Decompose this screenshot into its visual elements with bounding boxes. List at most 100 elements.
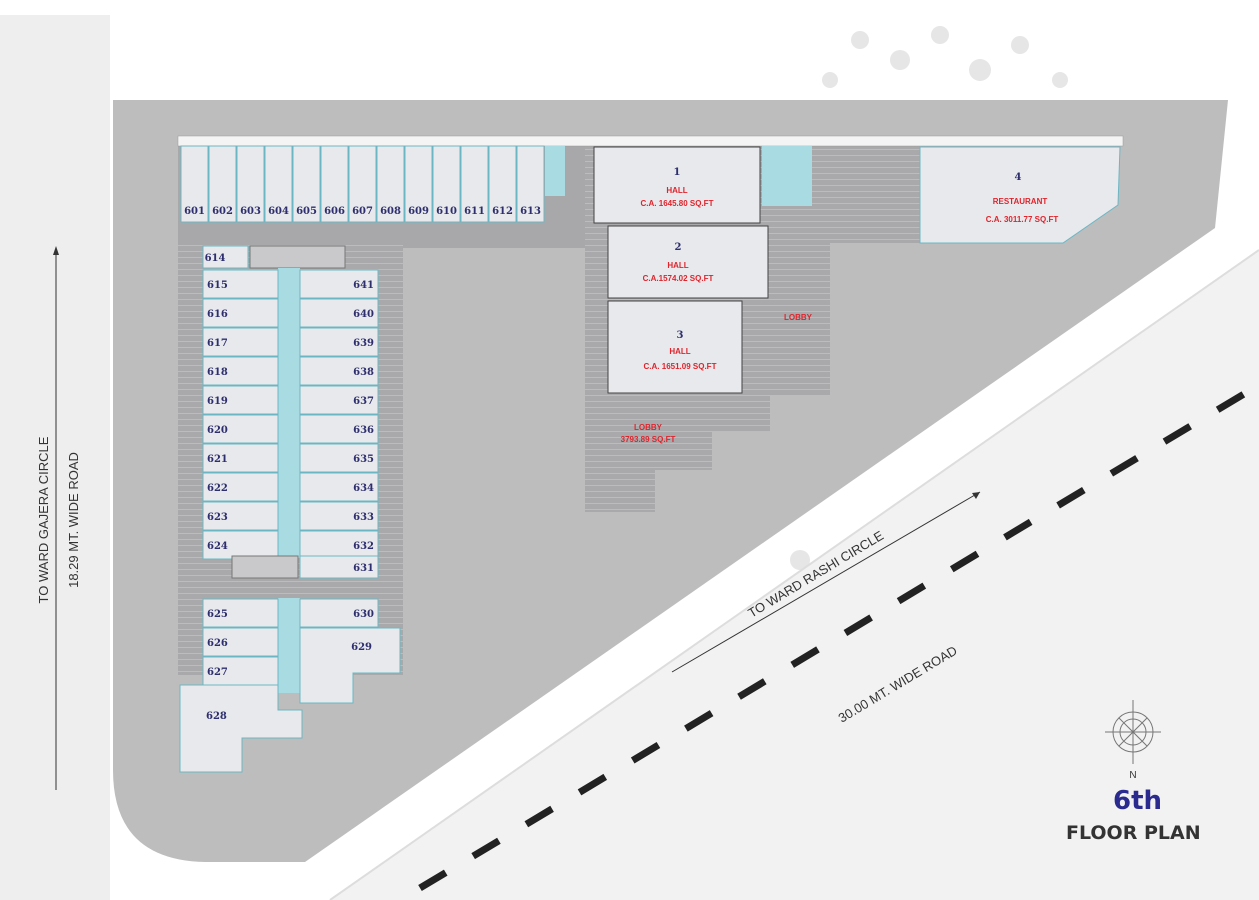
unit[interactable]: 612 [488, 145, 517, 223]
left-road [0, 15, 110, 900]
unit[interactable]: 607 [348, 145, 377, 223]
unit-number: 619 [207, 396, 228, 407]
restaurant-area: C.A. 3011.77 SQ.FT [986, 215, 1059, 224]
unit[interactable]: 624 [202, 530, 279, 560]
unit[interactable]: 611 [460, 145, 489, 223]
unit[interactable]: 618 [202, 356, 279, 386]
unit[interactable]: 639 [299, 327, 379, 357]
unit-number: 631 [353, 563, 374, 574]
unit-number: 630 [353, 609, 374, 620]
compass-icon [1105, 700, 1161, 764]
hall-name: HALL [666, 186, 687, 195]
unit[interactable]: 640 [299, 298, 379, 328]
unit[interactable]: 625 [202, 598, 279, 628]
stair-core [762, 146, 812, 206]
unit[interactable]: 637 [299, 385, 379, 415]
unit[interactable]: 604 [264, 145, 293, 223]
compass-north-label: N [1129, 770, 1136, 781]
unit-number: 601 [184, 206, 205, 217]
unit[interactable]: 629 [299, 627, 401, 704]
unit[interactable]: 620 [202, 414, 279, 444]
unit[interactable]: 627 [202, 656, 279, 686]
unit-number: 637 [353, 396, 374, 407]
hall-2[interactable]: 2 HALL C.A.1574.02 SQ.FT [607, 225, 769, 299]
unit-number: 602 [212, 206, 233, 217]
unit[interactable]: 628 [179, 684, 303, 773]
unit-number: 628 [206, 711, 227, 722]
hall-name: HALL [669, 347, 690, 356]
hall-number: 2 [675, 242, 682, 253]
unit[interactable]: 631 [299, 555, 379, 579]
unit-number: 629 [351, 642, 372, 653]
hall-3[interactable]: 3 HALL C.A. 1651.09 SQ.FT [607, 300, 743, 394]
restaurant[interactable]: 4 RESTAURANT C.A. 3011.77 SQ.FT [919, 146, 1121, 244]
lobby-label: LOBBY [634, 423, 663, 432]
unit-number: 616 [207, 309, 228, 320]
unit[interactable]: 610 [432, 145, 461, 223]
unit[interactable]: 635 [299, 443, 379, 473]
unit[interactable]: 603 [236, 145, 265, 223]
unit-number: 620 [207, 425, 228, 436]
lobby-area-label: 3793.89 SQ.FT [621, 435, 676, 444]
left-road-width: 18.29 MT. WIDE ROAD [66, 452, 81, 588]
unit-number: 604 [268, 206, 289, 217]
unit[interactable]: 636 [299, 414, 379, 444]
lift-core [278, 268, 300, 558]
unit-number: 638 [353, 367, 374, 378]
road-centerline [418, 381, 1259, 892]
unit-number: 622 [207, 483, 228, 494]
unit-number: 605 [296, 206, 317, 217]
hall-name: HALL [667, 261, 688, 270]
restaurant-name: RESTAURANT [993, 197, 1048, 206]
unit-number: 623 [207, 512, 228, 523]
left-road-direction: TO WARD GAJERA CIRCLE [36, 436, 51, 603]
unit[interactable]: 622 [202, 472, 279, 502]
unit-number: 611 [464, 206, 485, 217]
lobby-label: LOBBY [784, 313, 813, 322]
unit[interactable]: 623 [202, 501, 279, 531]
unit[interactable]: 605 [292, 145, 321, 223]
unit[interactable]: 632 [299, 530, 379, 560]
unit-number: 608 [380, 206, 401, 217]
unit[interactable]: 626 [202, 627, 279, 657]
unit[interactable]: 621 [202, 443, 279, 473]
unit[interactable]: 616 [202, 298, 279, 328]
unit-number: 621 [207, 454, 228, 465]
unit-number: 627 [207, 667, 228, 678]
unit[interactable]: 614 [202, 245, 249, 269]
unit-number: 640 [353, 309, 374, 320]
unit[interactable]: 619 [202, 385, 279, 415]
unit[interactable]: 617 [202, 327, 279, 357]
floor-number: 6th [1113, 786, 1163, 816]
unit[interactable]: 601 [180, 145, 209, 223]
unit-number: 624 [207, 541, 228, 552]
unit[interactable]: 638 [299, 356, 379, 386]
unit-number: 603 [240, 206, 261, 217]
unit-number: 612 [492, 206, 513, 217]
unit-number: 632 [353, 541, 374, 552]
unit-number: 606 [324, 206, 345, 217]
unit-number: 641 [353, 280, 374, 291]
unit-number: 614 [205, 253, 226, 264]
unit-number: 613 [520, 206, 541, 217]
unit[interactable]: 633 [299, 501, 379, 531]
direction-arrow [671, 491, 981, 673]
unit[interactable]: 613 [516, 145, 545, 223]
unit-number: 636 [353, 425, 374, 436]
unit[interactable]: 602 [208, 145, 237, 223]
unit[interactable]: 608 [376, 145, 405, 223]
unit-number: 615 [207, 280, 228, 291]
unit-number: 634 [353, 483, 374, 494]
hall-number: 3 [677, 330, 684, 341]
unit[interactable]: 634 [299, 472, 379, 502]
unit[interactable]: 630 [299, 598, 379, 628]
unit[interactable]: 606 [320, 145, 349, 223]
unit[interactable]: 615 [202, 269, 279, 299]
restaurant-number: 4 [1015, 172, 1022, 183]
hall-1[interactable]: 1 HALL C.A. 1645.80 SQ.FT [593, 146, 761, 224]
unit-number: 633 [353, 512, 374, 523]
unit[interactable]: 641 [299, 269, 379, 299]
unit[interactable]: 609 [404, 145, 433, 223]
